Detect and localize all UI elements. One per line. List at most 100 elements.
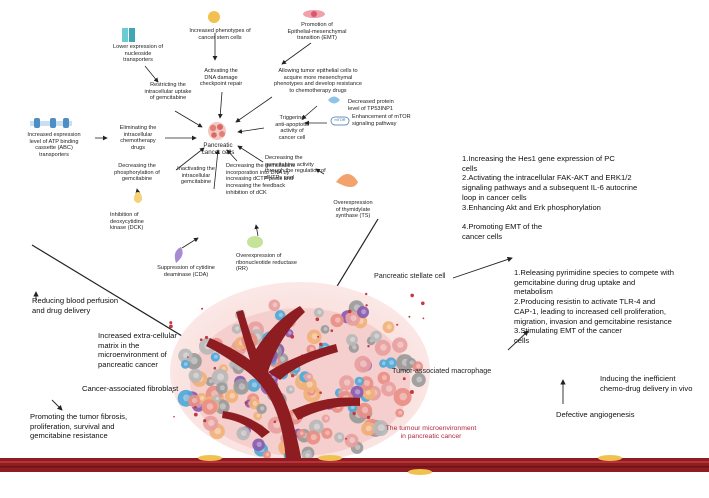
tumor-cell (357, 306, 369, 319)
tumor-cell (344, 433, 359, 448)
mtor-pill-icon (330, 116, 350, 126)
tumor-cell-nucleus (215, 396, 219, 401)
extracellular-particle (213, 366, 217, 370)
extracellular-particle (345, 437, 347, 440)
extracellular-particle (204, 335, 209, 340)
tumor-cell (411, 372, 426, 387)
thymidylate-synthase-label: Overexpression of thymidylate synthase (… (333, 200, 373, 220)
extracellular-particle (193, 412, 198, 417)
tumor-cell (212, 394, 221, 403)
tumor-cell (215, 382, 228, 395)
nucleoside-transporter-icon (122, 28, 135, 42)
tumor-cell-nucleus (206, 403, 214, 410)
tumor-cell-nucleus (214, 427, 221, 435)
tumor-cell (330, 313, 344, 328)
tumor-cell (256, 403, 267, 414)
tumor-cell-nucleus (217, 373, 225, 381)
tumor-cell-nucleus (260, 406, 265, 411)
tumor-cell-nucleus (265, 452, 270, 457)
inefficient-delivery-label: Inducing the inefficient chemo-drug deli… (600, 374, 693, 393)
extracellular-particle (194, 406, 197, 409)
tumor-cell-nucleus (352, 345, 357, 350)
tumor-cell-nucleus (309, 347, 314, 351)
tumor-cell (334, 432, 345, 443)
tumor-cell-nucleus (278, 312, 283, 318)
extracellular-particle (186, 356, 189, 358)
tumor-cells-group (169, 292, 426, 461)
tumor-cell-nucleus (191, 398, 198, 404)
tumor-cell (180, 360, 190, 369)
mtor-label: Enhancement of mTOR signaling pathway (352, 114, 411, 127)
emt-cell-icon (303, 10, 325, 18)
tumor-cell-nucleus (350, 405, 355, 410)
tumor-cell (354, 376, 364, 386)
tumor-cell (253, 411, 263, 421)
tumor-cell (313, 307, 324, 318)
tumor-cell-nucleus (386, 324, 392, 330)
tumor-cell (187, 394, 201, 408)
tumor-cell (262, 450, 271, 459)
tumor-cell-nucleus (214, 354, 218, 359)
tumor-associated-macrophage-label: Tumor-associated macrophage (392, 366, 492, 375)
mesenchymal-phenotype-label: Allowing tumor epithelial cells to acqui… (273, 68, 362, 95)
tumor-cell (286, 385, 295, 394)
tumor-cell-nucleus (382, 361, 386, 366)
tumor-cell (356, 402, 373, 419)
cancer-stem-cells-label: Increased phenotypes of cancer stem cell… (189, 28, 251, 41)
cda-label: Suppression of cytidine deaminase (CDA) (157, 265, 215, 278)
tumor-cell (304, 372, 313, 382)
cancer-stem-cell-icon (208, 11, 220, 23)
tumor-cell-nucleus (193, 372, 200, 379)
tumor-cell-nucleus (386, 385, 393, 392)
tumor-cell (296, 429, 306, 438)
extracellular-particle (201, 307, 204, 310)
abc-transporter-label: Increased expression level of ATP bindin… (27, 132, 81, 159)
emt-promotion-label: Promotion of Epithelial-mesenchymal tran… (287, 22, 347, 42)
ribonucleotide-reductase-icon (247, 236, 263, 248)
extracellular-particle (367, 345, 370, 348)
tumor-cell-nucleus (310, 434, 317, 441)
tumor-cell-nucleus (209, 379, 213, 384)
abc-transporter-icon (30, 118, 72, 128)
tumor-cell (346, 334, 358, 346)
tumor-cell-nucleus (350, 337, 356, 342)
tumor-cell-nucleus (334, 317, 341, 323)
cancer-associated-fibroblast-label: Cancer-associated fibroblast (82, 384, 179, 393)
tumor-cell-nucleus (208, 419, 215, 427)
extracellular-particle (199, 338, 203, 342)
tumor-cell (247, 378, 261, 392)
tumor-cell-nucleus (349, 437, 356, 444)
extracellular-particle (319, 391, 322, 395)
tumor-cell-nucleus (397, 341, 404, 348)
tumor-cell-nucleus (357, 379, 362, 383)
tumor-cell (412, 361, 424, 372)
extracellular-particle (169, 321, 173, 325)
tumor-cell-nucleus (354, 389, 361, 395)
tumor-cell-nucleus (377, 424, 385, 432)
tumor-cell (231, 323, 242, 334)
phosphorylation-label: Decreasing the phosphorylation of gemcit… (114, 163, 160, 183)
extracellular-particle (203, 419, 207, 423)
extracellular-particle (244, 401, 248, 405)
tumor-cell-nucleus (235, 326, 240, 331)
tumor-cell-nucleus (325, 430, 330, 436)
tp53inp1-protein-icon (328, 96, 340, 104)
tp53inp1-label: Decreased protein level of TP53INP1 (348, 99, 394, 112)
tumor-cell-nucleus (398, 410, 403, 415)
tumor-cell-nucleus (344, 379, 351, 386)
tumor-cell (188, 368, 203, 383)
tumor-cell (385, 357, 397, 369)
cda-icon (174, 247, 183, 263)
tumor-cell-nucleus (359, 360, 367, 368)
extracellular-particle (290, 334, 295, 339)
stellate-cell-effects: 1.Increasing the Hes1 gene expression of… (462, 154, 638, 241)
mtor-badge-text: mTOR (334, 118, 346, 122)
pancreatic-cancer-cell-cluster (208, 122, 226, 140)
mechanism-icons (30, 10, 358, 263)
tumor-cell-nucleus (251, 382, 258, 388)
tumor-cell-nucleus (374, 333, 380, 339)
tumor-cell (210, 352, 220, 362)
extracellular-particle (410, 293, 415, 298)
tumor-cell-nucleus (365, 425, 372, 432)
